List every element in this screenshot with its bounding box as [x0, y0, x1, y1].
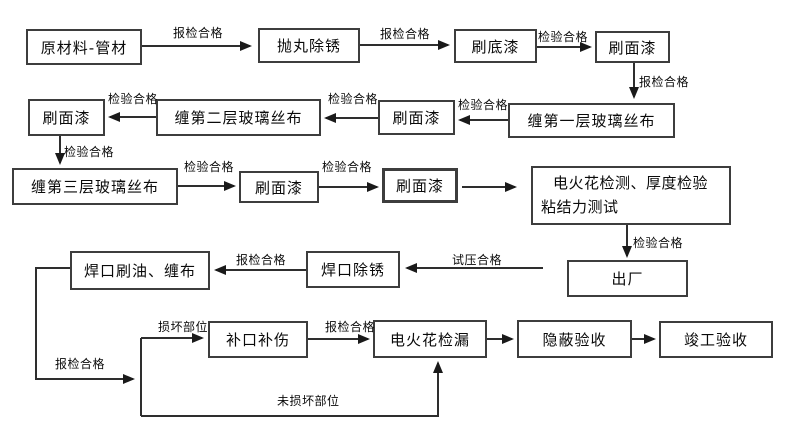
edge-label-spark-down-to-factory: 检验合格: [633, 236, 684, 250]
edge-label-topcoat-down-to-wrap1: 报检合格: [639, 75, 690, 89]
edge-label-topcoat-to-topcoat: 检验合格: [322, 160, 373, 174]
edge-label-raw-to-blast: 报检合格: [173, 26, 224, 40]
edge-label-topcoat-to-wrap2: 检验合格: [328, 92, 379, 106]
node-leave-factory: 出厂: [567, 260, 688, 297]
node-topcoat-1: 刷面漆: [595, 31, 670, 63]
node-weld-oil-wrap: 焊口刷油、缠布: [70, 251, 210, 290]
edge-label-patch-to-leak-test: 报检合格: [325, 320, 376, 334]
node-primer-coat: 刷底漆: [454, 29, 537, 63]
node-weld-derust: 焊口除锈: [306, 251, 400, 288]
edge-label-weld-derust-to-oil-wrap: 报检合格: [236, 253, 287, 267]
node-spark-thickness-test: 电火花检测、厚度检验 粘结力测试: [531, 166, 731, 225]
edge-label-oil-wrap-down-to-junction: 报检合格: [55, 357, 106, 371]
edge-label-wrap3-to-topcoat: 检验合格: [184, 160, 235, 174]
node-wrap-layer-1: 缠第一层玻璃丝布: [508, 103, 675, 138]
node-topcoat-2: 刷面漆: [378, 100, 455, 135]
edge-label-wrap1-to-topcoat: 检验合格: [458, 98, 509, 112]
node-wrap-layer-3: 缠第三层玻璃丝布: [12, 168, 178, 205]
node-topcoat-3: 刷面漆: [28, 99, 105, 136]
edge-label-primer-to-topcoat: 检验合格: [538, 30, 589, 44]
edge-label-undamaged-bypass: 未损坏部位: [277, 394, 340, 408]
node-concealed-acceptance: 隐蔽验收: [517, 320, 632, 358]
connector-undamaged-bypass: [141, 361, 443, 417]
node-completion-acceptance: 竣工验收: [659, 321, 773, 358]
node-raw-material: 原材料-管材: [26, 29, 142, 65]
node-shot-blast-derust: 抛丸除锈: [258, 28, 360, 63]
edge-label-factory-to-weld-derust: 试压合格: [452, 253, 503, 267]
node-topcoat-5: 刷面漆: [382, 168, 458, 203]
node-wrap-layer-2: 缠第二层玻璃丝布: [156, 99, 321, 136]
connector-oil-wrap-to-junction: [35, 267, 135, 384]
edge-label-wrap2-to-topcoat: 检验合格: [108, 92, 159, 106]
node-patch-repair: 补口补伤: [208, 321, 308, 358]
node-topcoat-4: 刷面漆: [239, 171, 319, 203]
spark-test-line2: 粘结力测试: [541, 197, 619, 216]
node-spark-leak-test: 电火花检漏: [373, 320, 487, 358]
spark-test-line1: 电火花检测、厚度检验: [553, 174, 709, 193]
edge-label-topcoat-down-to-wrap3: 检验合格: [64, 145, 115, 159]
edge-label-blast-to-primer: 报检合格: [380, 27, 431, 41]
edge-label-junction-to-patch: 损坏部位: [158, 320, 209, 334]
